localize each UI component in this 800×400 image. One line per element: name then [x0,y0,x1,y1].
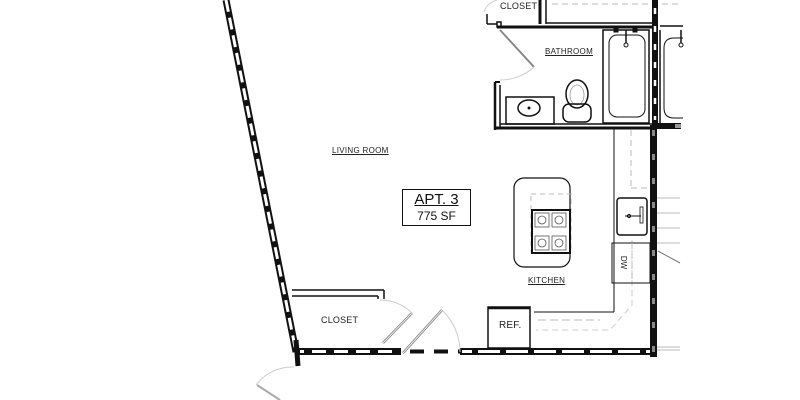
exterior-wall-left [222,0,300,353]
unit-number: APT. 3 [414,191,459,208]
refrigerator [487,306,531,349]
entry-door [402,309,461,354]
top-partitions [486,0,652,29]
exterior-wall-bottom [298,348,655,355]
bathroom-vanity [505,96,555,125]
bathtub [602,28,650,124]
bathtub-adjacent [659,25,684,123]
unit-area: 775 SF [417,209,456,223]
dishwasher-label: DW [619,255,629,270]
kitchen-island [513,177,572,268]
bathroom-label: BATHROOM [545,47,594,56]
bathroom-door [499,29,535,81]
closet-door-swing-top [483,0,498,13]
kitchen-counter [534,128,648,331]
cooktop-burners [534,212,567,251]
kitchen-label: KITCHEN [528,276,566,285]
exterior-wall-right [650,0,681,357]
lower-door [255,366,295,400]
closet-bottom-label: CLOSET [321,315,359,325]
unit-label-box: APT. 3 775 SF [402,189,471,226]
closet-top-label: CLOSET [500,1,538,11]
exterior-lines [657,197,681,351]
closet-door [379,299,413,344]
refrigerator-label: REF. [499,320,522,331]
toilet [562,79,592,123]
bottom-closet-wall [292,289,385,299]
wall-end-post [293,339,301,367]
dishwasher [611,242,651,284]
kitchen-sink [616,197,648,236]
living-room-label: LIVING ROOM [332,146,389,155]
